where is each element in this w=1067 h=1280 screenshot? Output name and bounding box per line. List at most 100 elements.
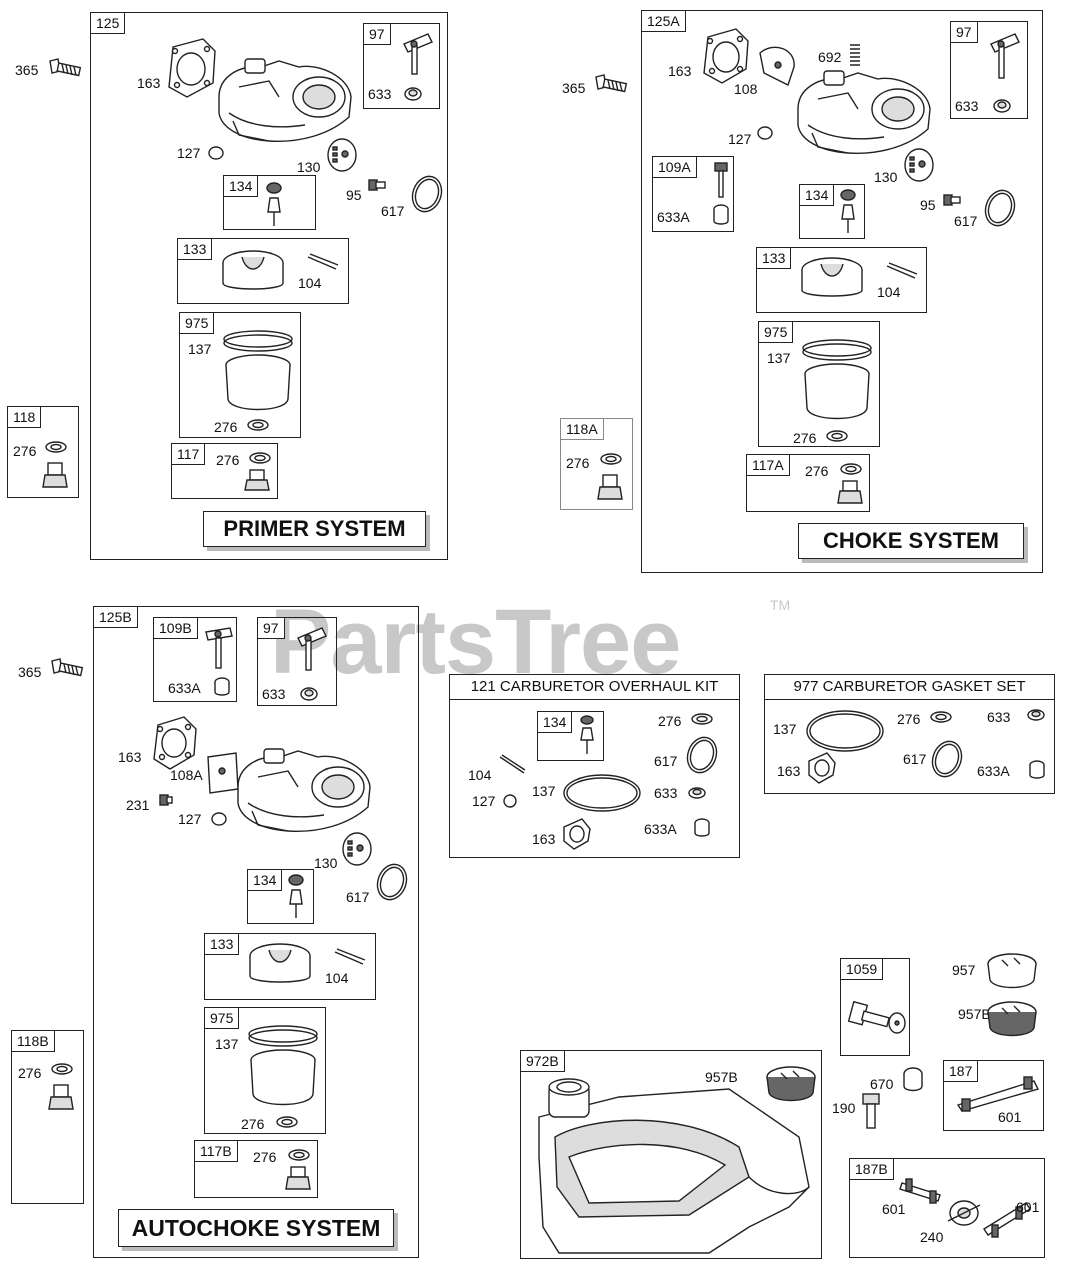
part-104-label: 104 [877,284,901,300]
subbox-117: 117 276 [171,443,278,499]
subbox-975: 975 137 276 [758,321,880,447]
ring-137-icon [806,710,884,752]
bowl-975-icon [248,1025,318,1106]
gasket-163-icon [808,752,836,784]
subbox-117-id: 117 [172,444,206,465]
plate-108a-icon [207,752,239,794]
fuel-cap-957b-icon [987,1001,1037,1037]
part-276-label: 276 [214,419,238,435]
autochoke-system-box: 125B 109B 633A 97 633 163 108A 231 127 1… [93,606,419,1258]
subbox-97-id: 97 [951,22,978,43]
primer-id: 125 [91,13,126,34]
oring-617-icon [931,740,963,778]
watermark: PartsTree [270,591,681,693]
box-187b: 187B 601 240 601 [849,1158,1045,1258]
seal-633-icon [993,99,1011,113]
part-617-label: 617 [903,751,927,767]
seal-633-icon [404,87,422,101]
washer-276-icon [247,419,269,431]
part-231-label: 231 [126,797,150,813]
oring-617-icon [686,736,718,774]
part-163-label: 163 [118,749,142,765]
choke-plate-108-icon [759,46,795,86]
part-127-label: 127 [177,145,201,161]
part-276-label: 276 [253,1149,277,1165]
bolt-365-icon [51,658,84,677]
gasket-163-icon [703,28,749,84]
plug-127-icon [208,146,224,160]
subbox-109a-id: 109A [653,157,697,178]
subbox-134: 134 [223,175,316,230]
screw-231-icon [159,794,173,806]
box-118a: 118A 276 [560,418,633,510]
part-95-label: 95 [346,187,362,203]
subbox-975-id: 975 [180,313,215,334]
box-118b: 118B 276 [11,1030,84,1204]
part-137-label: 137 [188,341,212,357]
part-633-label: 633 [368,86,392,102]
subbox-975: 975 137 276 [179,312,301,438]
box-118a-id: 118A [561,419,604,440]
plate-130-icon [904,148,934,182]
fuel-tank-icon [538,1078,810,1254]
seal-633a-icon [713,204,729,225]
part-276-label: 276 [216,452,240,468]
fuel-line-a-icon [899,1178,941,1204]
part-95-label: 95 [920,197,936,213]
screw-95-icon [943,194,961,206]
spring-692-icon [850,44,860,66]
part-617-label: 617 [346,889,370,905]
needle-134-icon [266,182,282,226]
part-137-label: 137 [773,721,797,737]
shaft-97-icon [403,33,433,75]
subbox-134-id: 134 [248,870,283,891]
part-137-label: 137 [767,350,791,366]
part-276-label: 276 [241,1116,265,1132]
part-108-label: 108 [734,81,758,97]
pin-104-icon [499,754,526,774]
bowl-nut-118a-icon [597,474,623,500]
part-365-label: 365 [18,664,42,680]
bowl-nut-117-icon [244,469,270,491]
autochoke-system-title: AUTOCHOKE SYSTEM [118,1209,394,1247]
shaft-109b-icon [205,627,233,669]
gasket-163-icon [168,38,216,98]
box-118b-id: 118B [12,1031,55,1052]
oring-617-icon [376,863,408,901]
shaft-109a-icon [714,162,728,198]
subbox-134: 134 [247,869,314,924]
bolt-365-icon [49,58,82,77]
part-276-label: 276 [805,463,829,479]
part-276-label: 276 [18,1065,42,1081]
overhaul-kit-box: 121 CARBURETOR OVERHAUL KIT 134 276 617 … [449,674,740,858]
choke-system-title: CHOKE SYSTEM [798,523,1024,559]
part-365-label: 365 [562,80,586,96]
subbox-97-id: 97 [364,24,391,45]
fuel-line-187-icon [956,1076,1040,1112]
part-104-label: 104 [298,275,322,291]
seal-633a-icon [1029,760,1045,779]
part-163-label: 163 [668,63,692,79]
needle-134-icon [580,715,594,754]
washer-276-icon [930,711,952,723]
fitting-190-icon [862,1093,880,1129]
pin-104-icon [886,262,918,279]
subbox-134-id: 134 [800,185,835,206]
subbox-975: 975 137 276 [204,1007,326,1134]
bowl-975-icon [223,330,293,411]
part-957-label: 957 [952,962,976,978]
subbox-109a: 109A 633A [652,156,734,232]
screw-95-icon [368,179,386,191]
subbox-134-id: 134 [224,176,259,197]
seal-633a-icon [694,818,710,837]
plate-130-icon [327,138,357,172]
bowl-nut-118-icon [42,462,68,488]
part-365-label: 365 [15,62,39,78]
bowl-nut-118b-icon [48,1084,74,1110]
pin-104-icon [334,948,366,965]
gasket-set-box: 977 CARBURETOR GASKET SET 137 276 633 16… [764,674,1055,794]
part-633a-label: 633A [168,680,201,696]
primer-system-box: 125 163 127 130 95 617 97 633 134 133 [90,12,448,560]
subbox-133: 133 104 [204,933,376,1000]
part-137-label: 137 [215,1036,239,1052]
